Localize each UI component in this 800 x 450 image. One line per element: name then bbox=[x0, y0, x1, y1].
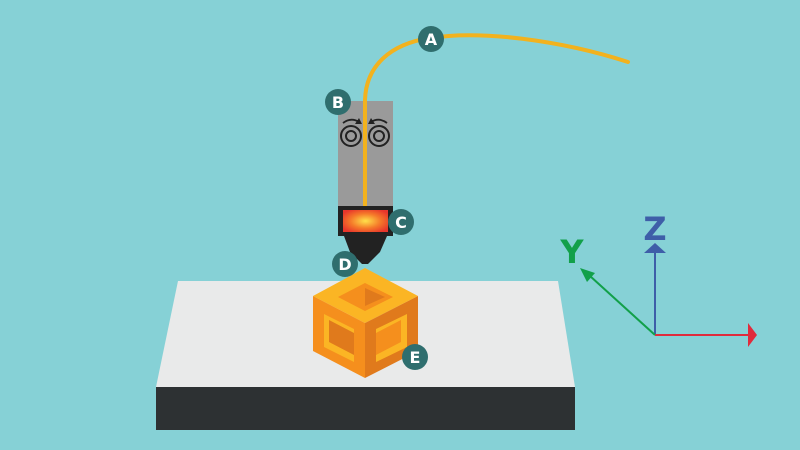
heater-block bbox=[338, 206, 393, 236]
drive-gear-right-icon bbox=[368, 118, 390, 147]
x-axis-arrow-icon bbox=[748, 323, 757, 347]
label-a-text: A bbox=[425, 30, 438, 49]
z-axis-arrow-icon bbox=[644, 243, 666, 253]
drive-gear-left-icon bbox=[340, 118, 362, 147]
print-bed-side bbox=[156, 387, 575, 430]
z-axis-label: Z bbox=[643, 210, 666, 248]
y-axis-label: Y bbox=[559, 233, 584, 271]
nozzle bbox=[344, 236, 387, 264]
y-axis-line bbox=[589, 275, 656, 336]
label-a: A bbox=[418, 26, 444, 52]
filament bbox=[363, 33, 630, 214]
label-d: D bbox=[332, 251, 358, 277]
label-e: E bbox=[402, 344, 428, 370]
label-d-text: D bbox=[338, 255, 351, 274]
label-b: B bbox=[325, 89, 351, 115]
label-b-text: B bbox=[332, 93, 344, 112]
printed-object bbox=[313, 268, 418, 378]
label-e-text: E bbox=[410, 348, 421, 367]
label-c-text: C bbox=[395, 213, 407, 232]
coordinate-axes: Z Y bbox=[559, 210, 757, 347]
y-axis-arrow-icon bbox=[580, 268, 595, 282]
extruder-feeder bbox=[338, 101, 393, 209]
heater-element bbox=[343, 210, 388, 232]
label-c: C bbox=[388, 209, 414, 235]
